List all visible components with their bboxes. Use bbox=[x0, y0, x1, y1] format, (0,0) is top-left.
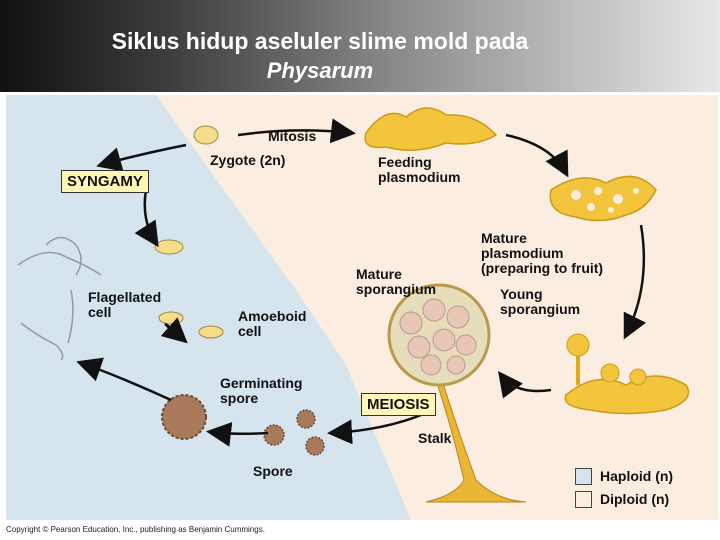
arrow-to-syngamy-up bbox=[96, 143, 187, 172]
label-mitosis: Mitosis bbox=[268, 128, 317, 144]
arrow-to-young bbox=[623, 224, 647, 340]
mature-sporangium bbox=[387, 283, 527, 503]
legend-diploid-label: Diploid (n) bbox=[600, 491, 670, 507]
label-stalk: Stalk bbox=[418, 430, 452, 446]
label-meiosis: MEIOSIS bbox=[361, 393, 436, 416]
title-line-2: Physarum bbox=[266, 58, 374, 83]
label-syngamy: SYNGAMY bbox=[61, 170, 149, 193]
copyright-text: Copyright © Pearson Education, Inc., pub… bbox=[6, 525, 265, 534]
legend-diploid-swatch bbox=[575, 491, 592, 508]
arrow-amoeboid bbox=[160, 317, 188, 344]
mature-plasmodium bbox=[549, 175, 657, 222]
arrow-to-flagellated bbox=[76, 357, 172, 402]
germinating-spore bbox=[161, 394, 207, 440]
flagellated-cells bbox=[17, 236, 102, 361]
title-bar: Siklus hidup aseluler slime mold pada Ph… bbox=[0, 0, 720, 92]
arrow-syngamy-down bbox=[134, 189, 159, 248]
spores bbox=[263, 409, 325, 456]
arrow-to-germinating bbox=[206, 421, 269, 447]
legend-haploid-label: Haploid (n) bbox=[600, 468, 674, 484]
arrow-to-mature-sporangium bbox=[497, 371, 552, 399]
arrow-meiosis bbox=[327, 411, 427, 445]
arrow-to-mature bbox=[505, 133, 569, 178]
diagram-graphics bbox=[6, 95, 718, 520]
label-spore: Spore bbox=[253, 463, 293, 479]
legend-haploid-swatch bbox=[575, 468, 592, 485]
title-line-1: Siklus hidup aseluler slime mold pada bbox=[111, 28, 529, 54]
label-zygote: Zygote (2n) bbox=[210, 152, 286, 168]
arrow-mitosis bbox=[237, 118, 356, 144]
young-sporangium bbox=[564, 333, 690, 415]
feeding-plasmodium bbox=[364, 107, 498, 151]
